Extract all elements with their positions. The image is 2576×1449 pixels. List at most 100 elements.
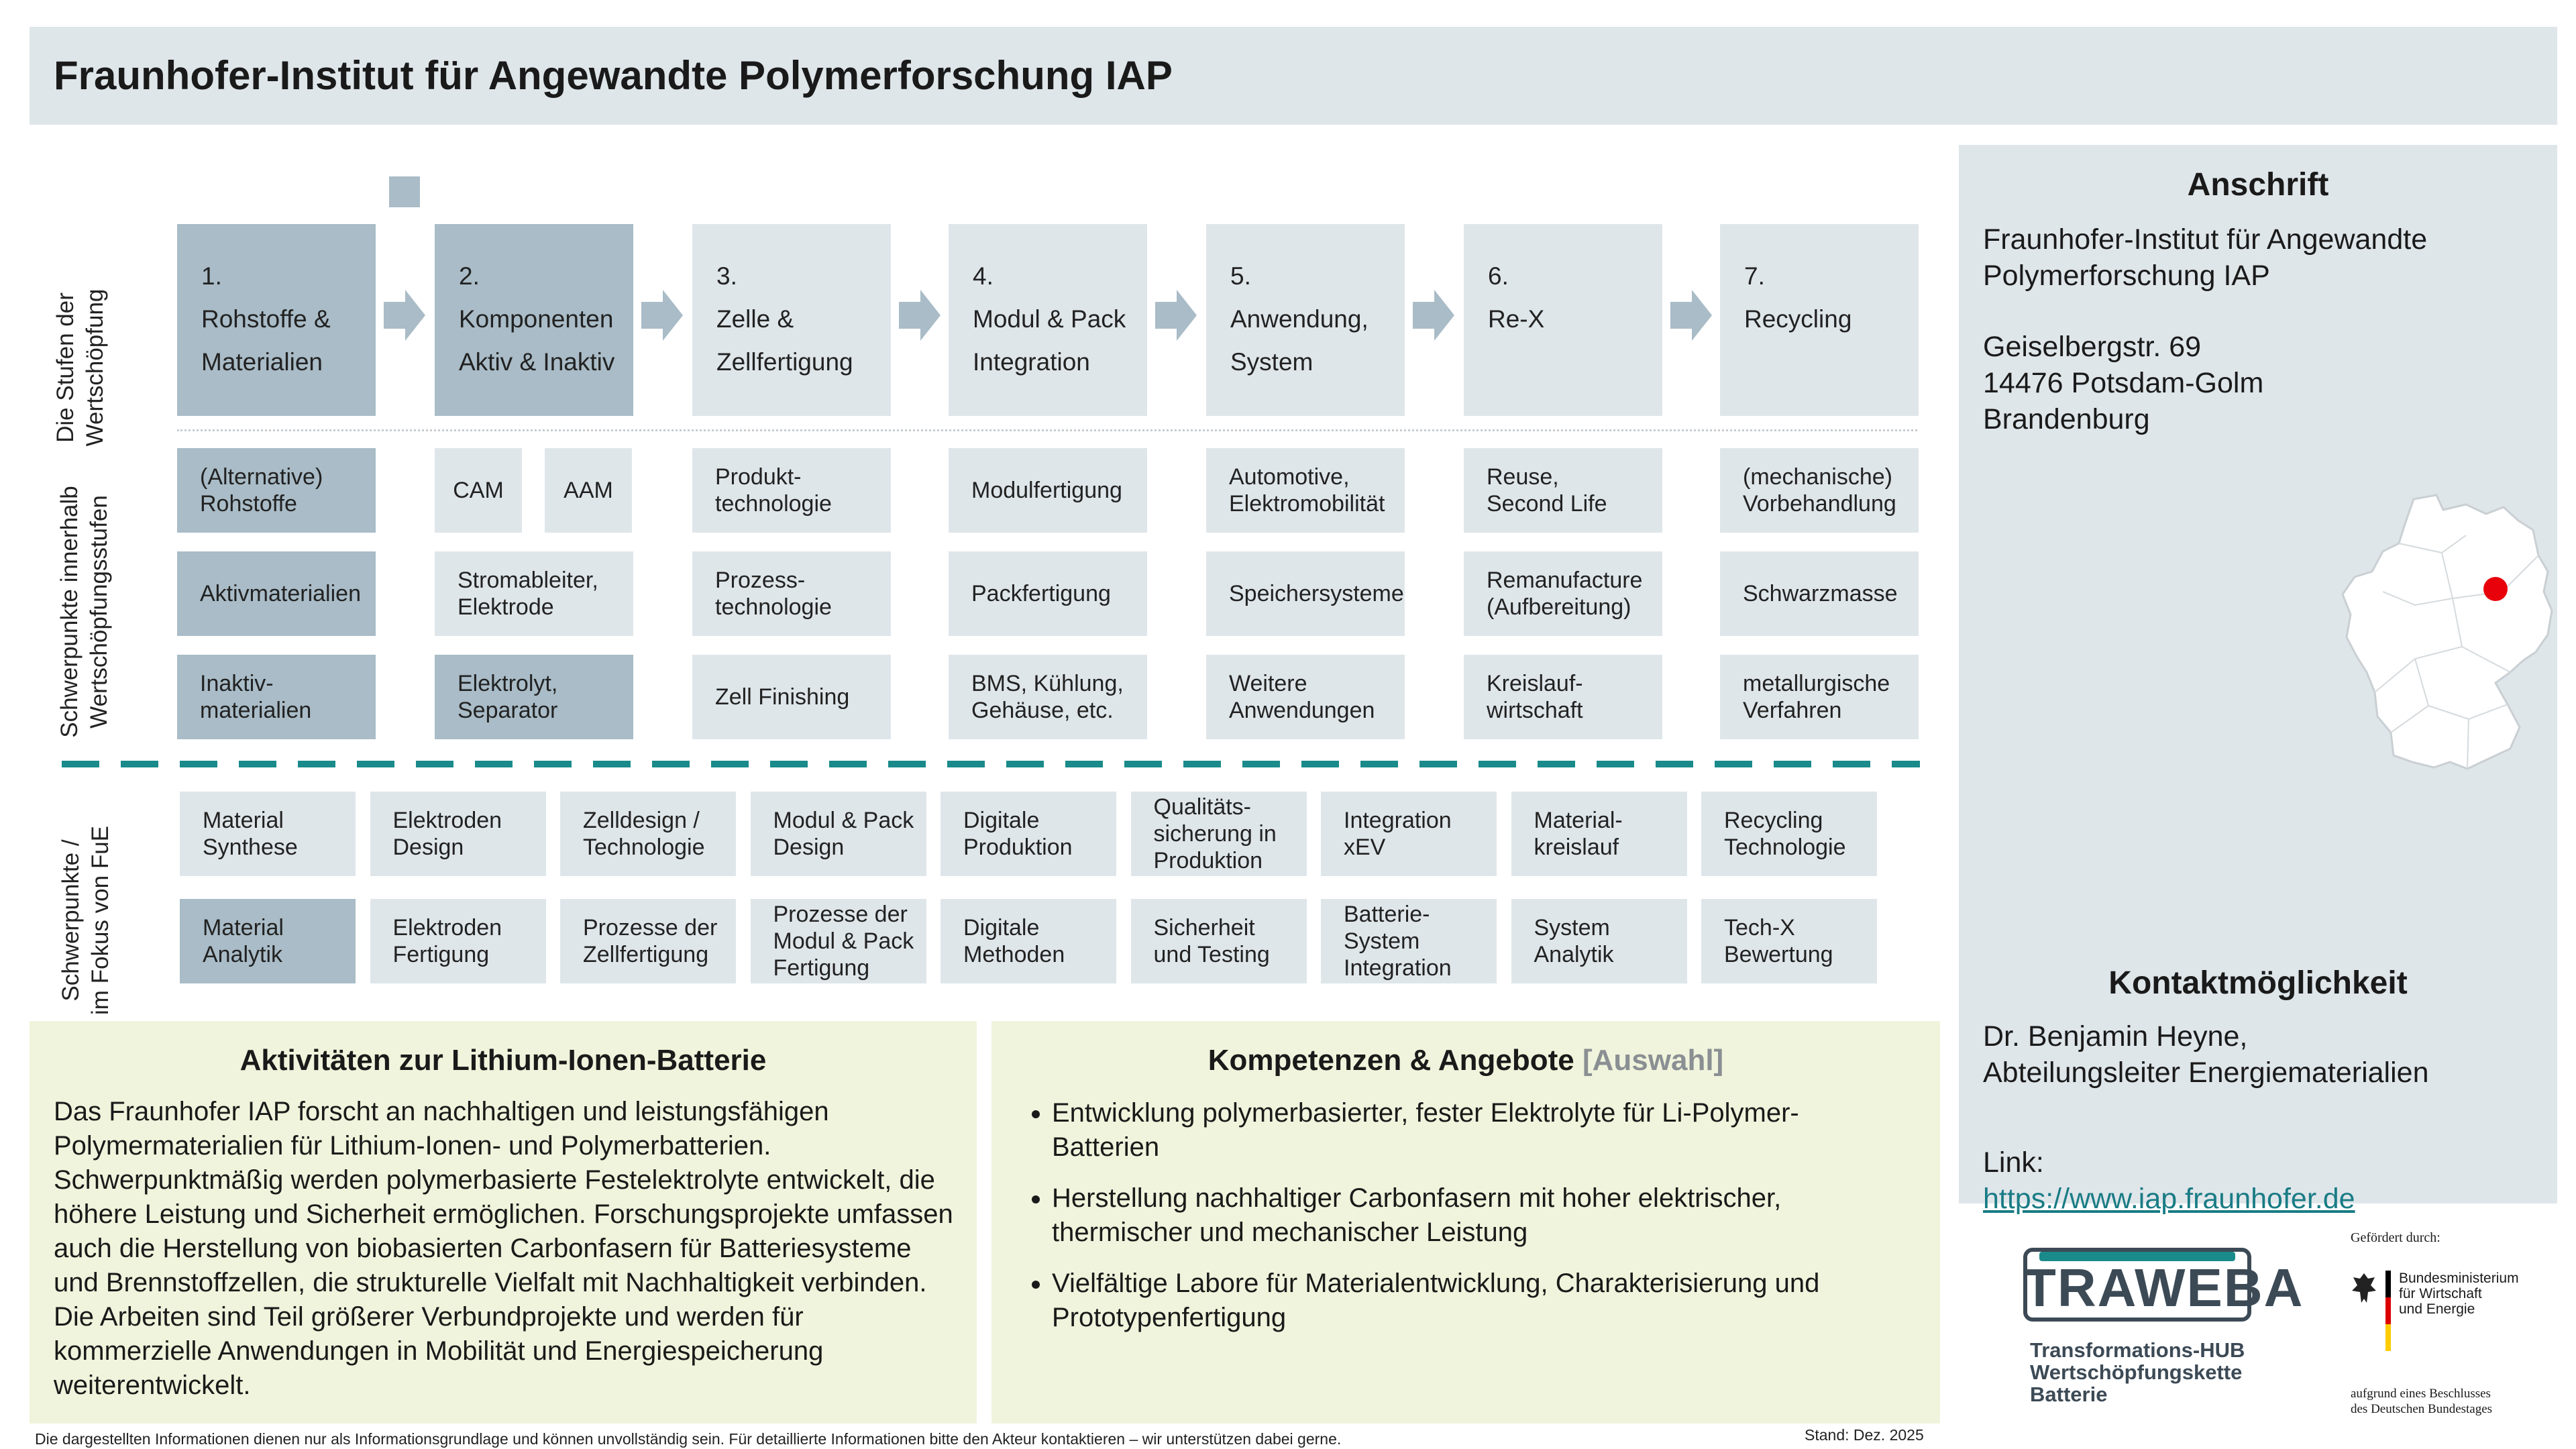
rnd-box: Sicherheit und Testing: [1130, 899, 1307, 983]
focus-box: Automotive, Elektromobilität: [1206, 448, 1405, 533]
label-focus: Schwerpunkte innerhalb Wertschöpfungsstu…: [56, 486, 112, 738]
rnd-box: Qualitäts- sicherung in Produktion: [1130, 792, 1307, 876]
activities-text: Das Fraunhofer IAP forscht an nachhaltig…: [54, 1097, 953, 1400]
separator-dotted: [177, 429, 1917, 431]
contact-link-label: Link:: [1983, 1146, 2044, 1179]
rnd-box: Integration xEV: [1321, 792, 1497, 876]
marker-square: [389, 176, 420, 207]
arrow-head-icon: [1434, 290, 1454, 341]
focus-box: Aktivmaterialien: [177, 551, 376, 636]
focus-box: Stromableiter, Elektrode: [435, 551, 633, 636]
address-street: Geiselbergstr. 69 14476 Potsdam-Golm Bra…: [1983, 331, 2264, 435]
separator-dashed: [62, 761, 1920, 767]
arrow-head-icon: [1692, 290, 1712, 341]
focus-box: metallurgische Verfahren: [1720, 655, 1919, 739]
flag-red: [2385, 1297, 2391, 1324]
competence-item: Herstellung nachhaltiger Carbonfasern mi…: [1052, 1181, 1876, 1250]
label-stages: Die Stufen der Wertschöpfung: [52, 288, 108, 447]
traweba-logo-accent: [2039, 1252, 2235, 1261]
rnd-box: Material Synthese: [180, 792, 356, 876]
stage-box: 6. Re-X: [1464, 224, 1662, 416]
traweba-subtitle: Transformations-HUB Wertschöpfungskette …: [2030, 1338, 2245, 1406]
focus-box: BMS, Kühlung, Gehäuse, etc.: [949, 655, 1147, 739]
rnd-box: Prozesse der Zellfertigung: [560, 899, 736, 983]
resolution-text: aufgrund eines Beschlusses des Deutschen…: [2351, 1387, 2493, 1416]
focus-box: CAM: [435, 448, 522, 533]
arrow-head-icon: [405, 290, 425, 341]
competences-title-main: Kompetenzen & Angebote: [1208, 1044, 1574, 1077]
stage-box: 5. Anwendung, System: [1206, 224, 1405, 416]
address-heading: Anschrift: [2187, 167, 2329, 203]
rnd-box: Material Analytik: [180, 899, 356, 983]
footer-disclaimer: Die dargestellten Informationen dienen n…: [35, 1430, 1342, 1448]
focus-box: Packfertigung: [949, 551, 1147, 636]
stage-box: 1. Rohstoffe & Materialien: [177, 224, 376, 416]
focus-box: (Alternative) Rohstoffe: [177, 448, 376, 533]
stage-box: 7. Recycling: [1720, 224, 1919, 416]
competences-title: Kompetenzen & Angebote [Auswahl]: [991, 1044, 1940, 1077]
rnd-box: Batterie- System Integration: [1321, 899, 1497, 983]
rnd-box: Zelldesign / Technologie: [560, 792, 736, 876]
rnd-box: Modul & Pack Design: [750, 792, 926, 876]
flag-black: [2385, 1271, 2391, 1297]
activities-panel: [30, 1021, 977, 1424]
focus-box: Kreislauf- wirtschaft: [1464, 655, 1662, 739]
rnd-box: Material- kreislauf: [1511, 792, 1687, 876]
website-link[interactable]: https://www.iap.fraunhofer.de: [1983, 1183, 2355, 1215]
rnd-box: System Analytik: [1511, 899, 1687, 983]
stage-box: 3. Zelle & Zellfertigung: [692, 224, 891, 416]
arrow-icon: [384, 302, 405, 329]
focus-box: Inaktiv- materialien: [177, 655, 376, 739]
focus-box: Reuse, Second Life: [1464, 448, 1662, 533]
rnd-box: Tech-X Bewertung: [1701, 899, 1877, 983]
competence-item: Entwicklung polymerbasierter, fester Ele…: [1052, 1096, 1876, 1165]
rnd-box: Prozesse der Modul & Pack Fertigung: [750, 899, 926, 983]
contact-link-row: Link: https://www.iap.fraunhofer.de: [1983, 1108, 2546, 1217]
focus-box: Produkt- technologie: [692, 448, 891, 533]
ministry-name: Bundesministerium für Wirtschaft und Ene…: [2399, 1271, 2519, 1317]
rnd-box: Digitale Methoden: [941, 899, 1116, 983]
stage-box: 4. Modul & Pack Integration: [949, 224, 1147, 416]
competences-list: Entwicklung polymerbasierter, fester Ele…: [1004, 1096, 1876, 1352]
focus-box: Modulfertigung: [949, 448, 1147, 533]
rnd-box: Digitale Produktion: [941, 792, 1116, 876]
flag-gold: [2385, 1324, 2391, 1351]
focus-box: (mechanische) Vorbehandlung: [1720, 448, 1919, 533]
focus-box: Remanufacture (Aufbereitung): [1464, 551, 1662, 636]
arrow-head-icon: [920, 290, 941, 341]
focus-box: AAM: [545, 448, 632, 533]
rnd-box: Elektroden Design: [370, 792, 546, 876]
competences-panel: [991, 1021, 1940, 1424]
contact-person: Dr. Benjamin Heyne, Abteilungsleiter Ene…: [1983, 1020, 2429, 1089]
focus-box: Speichersysteme: [1206, 551, 1405, 636]
rnd-box: Recycling Technologie: [1701, 792, 1877, 876]
activities-title: Aktivitäten zur Lithium-Ionen-Batterie: [239, 1044, 767, 1077]
page-title: Fraunhofer-Institut für Angewandte Polym…: [54, 53, 1173, 98]
traweba-logo: [2023, 1248, 2251, 1322]
arrow-icon: [1413, 302, 1434, 329]
arrow-icon: [1670, 302, 1692, 329]
eagle-icon: [2352, 1273, 2376, 1303]
focus-box: Zell Finishing: [692, 655, 891, 739]
arrow-head-icon: [663, 290, 683, 341]
stage-box: 2. Komponenten Aktiv & Inaktiv: [435, 224, 633, 416]
funded-by-text: Gefördert durch:: [2351, 1230, 2440, 1245]
focus-box: Schwarzmasse: [1720, 551, 1919, 636]
address-name: Fraunhofer-Institut für Angewandte Polym…: [1983, 223, 2428, 292]
footer-date: Stand: Dez. 2025: [1805, 1426, 1924, 1444]
germany-map-icon: [2341, 494, 2553, 770]
competence-item: Vielfältige Labore für Materialentwicklu…: [1052, 1267, 1876, 1335]
focus-box: Elektrolyt, Separator: [435, 655, 633, 739]
label-rnd: Schwerpunkte / im Fokus von FuE: [58, 825, 113, 1016]
rnd-box: Elektroden Fertigung: [370, 899, 546, 983]
contact-heading: Kontaktmöglichkeit: [2108, 965, 2408, 1001]
arrow-icon: [899, 302, 920, 329]
traweba-logo-text: TRAWEBA: [2023, 1258, 2304, 1318]
focus-box: Weitere Anwendungen: [1206, 655, 1405, 739]
competences-title-suffix: [Auswahl]: [1582, 1044, 1724, 1077]
arrow-icon: [641, 302, 663, 329]
arrow-icon: [1155, 302, 1177, 329]
arrow-head-icon: [1177, 290, 1197, 341]
focus-box: Prozess- technologie: [692, 551, 891, 636]
header-bar: [30, 27, 2557, 125]
